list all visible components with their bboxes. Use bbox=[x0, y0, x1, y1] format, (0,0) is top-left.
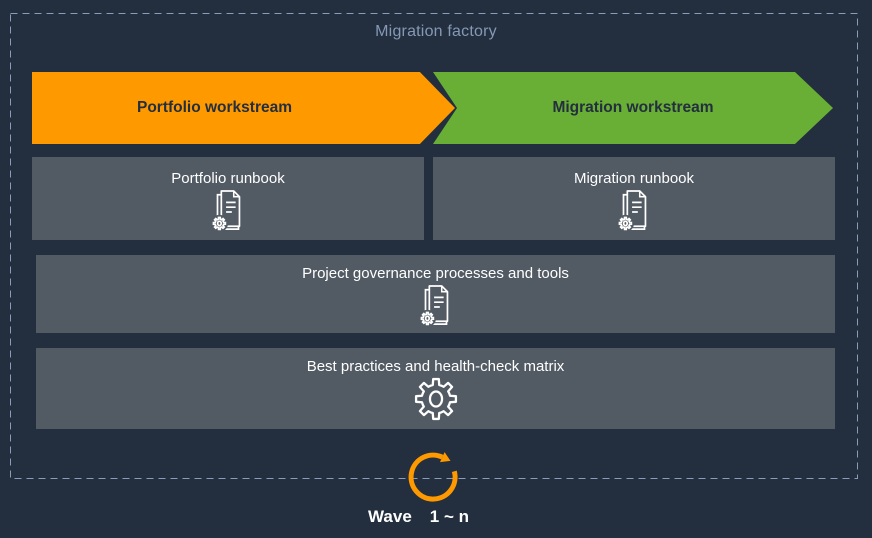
project-governance-box: Project governance processes and tools bbox=[36, 255, 835, 333]
migration-factory-frame bbox=[10, 13, 858, 479]
wave-label: Wave 1 ~ n bbox=[368, 507, 469, 527]
migration-workstream-arrow: Migration workstream bbox=[433, 72, 833, 144]
best-practices-label: Best practices and health-check matrix bbox=[306, 358, 565, 375]
wave-word: Wave bbox=[368, 507, 412, 526]
best-practices-box: Best practices and health-check matrix bbox=[36, 348, 835, 429]
project-governance-label: Project governance processes and tools bbox=[302, 265, 569, 282]
document-gear-icon bbox=[613, 188, 655, 234]
diagram-title: Migration factory bbox=[375, 23, 497, 40]
loop-arrow-icon bbox=[408, 452, 458, 502]
gear-icon bbox=[414, 377, 457, 421]
migration-runbook-label: Migration runbook bbox=[573, 170, 695, 187]
document-gear-icon bbox=[415, 283, 457, 329]
migration-runbook-box: Migration runbook bbox=[433, 157, 835, 240]
portfolio-workstream-arrow: Portfolio workstream bbox=[32, 72, 455, 144]
portfolio-runbook-box: Portfolio runbook bbox=[32, 157, 424, 240]
migration-workstream-label: Migration workstream bbox=[552, 99, 714, 116]
wave-range: 1 ~ n bbox=[429, 507, 469, 526]
portfolio-runbook-label: Portfolio runbook bbox=[171, 170, 285, 187]
document-gear-icon bbox=[207, 188, 249, 234]
portfolio-workstream-label: Portfolio workstream bbox=[136, 99, 293, 116]
